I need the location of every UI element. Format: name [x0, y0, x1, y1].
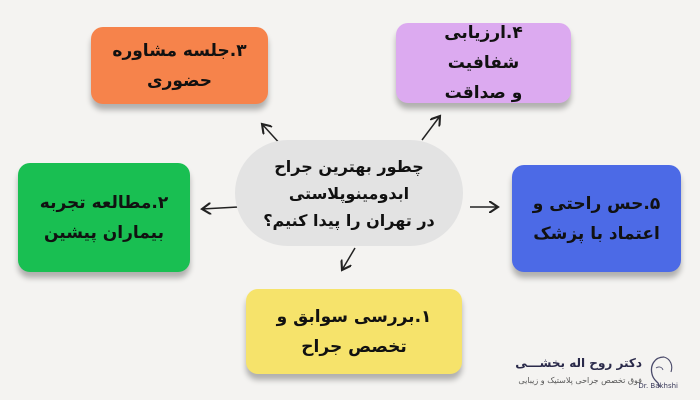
arrow-to-box-1	[342, 247, 356, 270]
step-1-line-1: ۱.بررسی سوابق و	[276, 306, 432, 327]
central-question-line-1: چطور بهترین جراح	[274, 156, 424, 176]
step-5-line-2: اعتماد با پزشک	[533, 223, 660, 244]
step-5-box: ۵.حس راحتی و اعتماد با پزشک	[512, 165, 681, 272]
step-1-line-2: تخصص جراح	[301, 336, 407, 357]
arrow-to-box-4	[421, 116, 440, 141]
step-2-line-1: ۲.مطالعه تجربه	[39, 192, 169, 213]
step-4-line-1: ۴.ارزیابی شفافیت	[444, 23, 523, 73]
brand-signature: دکتر روح اله بخشـــی فوق تخصص جراحی پلاس…	[510, 352, 680, 394]
step-3-box: ۳.جلسه مشاوره حضوری	[91, 27, 268, 104]
step-4-box: ۴.ارزیابی شفافیت و صداقت	[396, 23, 571, 103]
arrow-to-box-2	[202, 207, 239, 209]
brand-logo-text: Dr. Bakhshi	[638, 382, 678, 390]
brand-logo-icon	[650, 356, 673, 388]
step-1-box: ۱.بررسی سوابق و تخصص جراح	[246, 289, 462, 374]
step-2-box: ۲.مطالعه تجربه بیماران پیشین	[18, 163, 190, 272]
step-2-line-2: بیماران پیشین	[43, 222, 164, 243]
step-3-line-1: ۳.جلسه مشاوره	[112, 40, 247, 61]
central-question: چطور بهترین جراح ابدومینوپلاستی در تهران…	[235, 140, 463, 246]
brand-name: دکتر روح اله بخشـــی	[515, 356, 642, 370]
step-4-line-2: و صداقت	[444, 83, 523, 103]
step-5-line-1: ۵.حس راحتی و	[532, 193, 661, 214]
step-3-line-2: حضوری	[146, 70, 213, 91]
brand-subtitle: فوق تخصص جراحی پلاستیک و زیبایی	[518, 376, 642, 385]
central-question-line-3: در تهران را پیدا کنیم؟	[263, 210, 435, 230]
central-question-line-2: ابدومینوپلاستی	[288, 183, 410, 203]
